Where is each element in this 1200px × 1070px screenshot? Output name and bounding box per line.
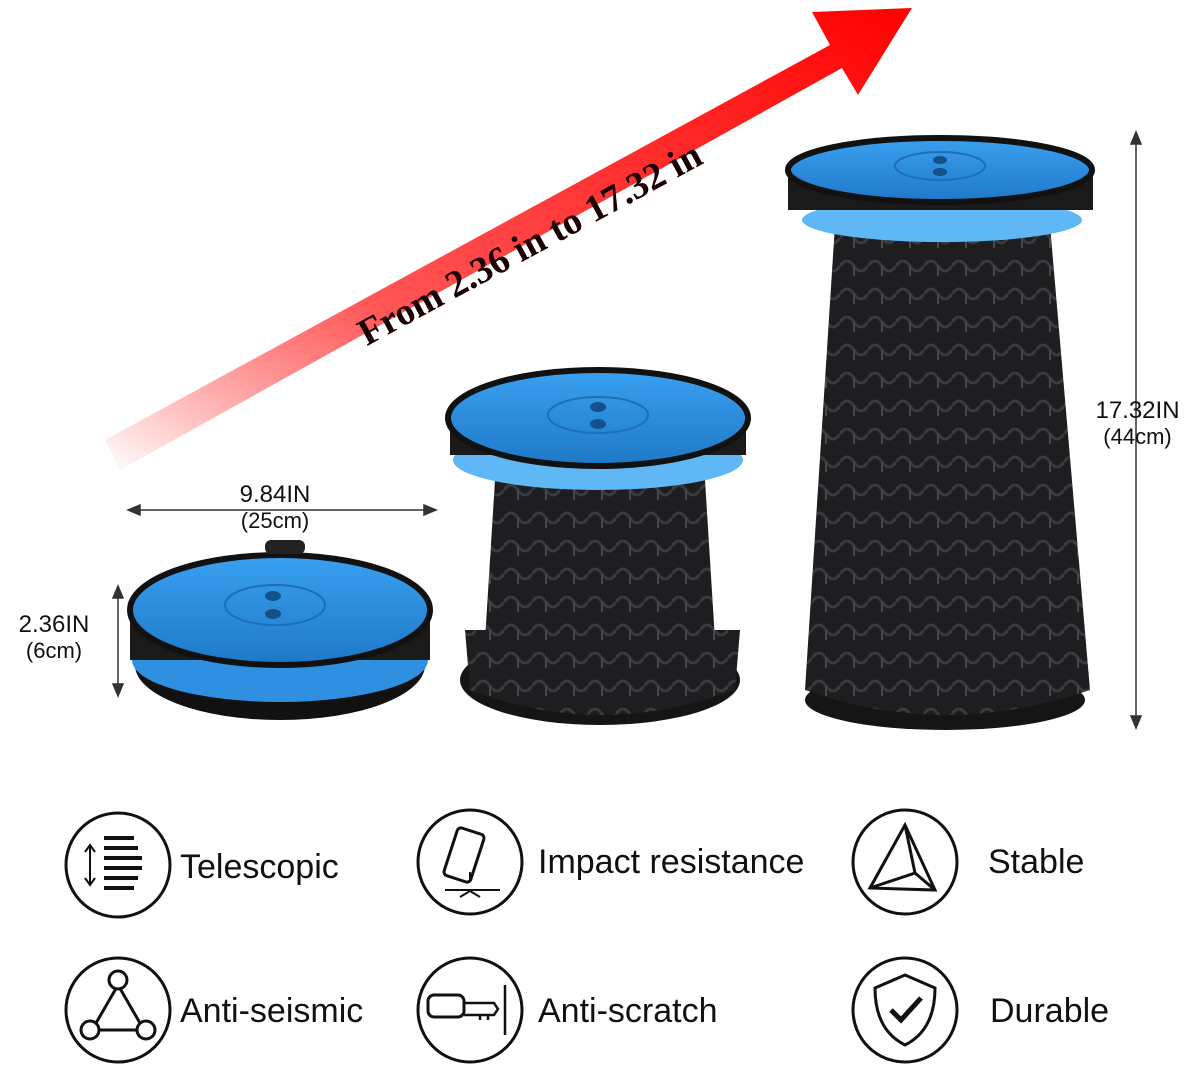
min-height-cm: (6cm) xyxy=(25,638,83,663)
min-height-label: 2.36IN (6cm) xyxy=(0,612,108,664)
feature-label-anti-scratch: Anti-scratch xyxy=(538,992,718,1030)
triangle-nodes-icon xyxy=(64,956,172,1064)
width-dimension-line xyxy=(111,130,1143,730)
stool-fully-extended xyxy=(785,135,1095,730)
telescopic-icon xyxy=(64,811,172,919)
min-height-in: 2.36IN xyxy=(18,611,90,638)
feature-label-impact: Impact resistance xyxy=(538,843,805,881)
key-scratch-icon xyxy=(416,956,524,1064)
width-label: 9.84IN (25cm) xyxy=(200,482,350,534)
pyramid-icon xyxy=(851,808,959,916)
growth-arrow xyxy=(105,8,912,470)
feature-label-durable: Durable xyxy=(990,992,1110,1030)
max-height-cm: (44cm) xyxy=(1103,424,1172,449)
width-in: 9.84IN xyxy=(239,481,311,508)
stool-collapsed xyxy=(127,540,433,720)
shield-check-icon xyxy=(851,956,959,1064)
max-height-in: 17.32IN xyxy=(1095,397,1180,424)
feature-label-telescopic: Telescopic xyxy=(180,848,339,886)
max-height-label: 17.32IN (44cm) xyxy=(1075,398,1200,450)
feature-label-anti-seismic: Anti-seismic xyxy=(180,992,364,1030)
feature-label-stable: Stable xyxy=(988,843,1085,881)
stool-half-extended xyxy=(445,367,751,725)
width-cm: (25cm) xyxy=(240,508,310,533)
impact-icon xyxy=(416,808,524,916)
